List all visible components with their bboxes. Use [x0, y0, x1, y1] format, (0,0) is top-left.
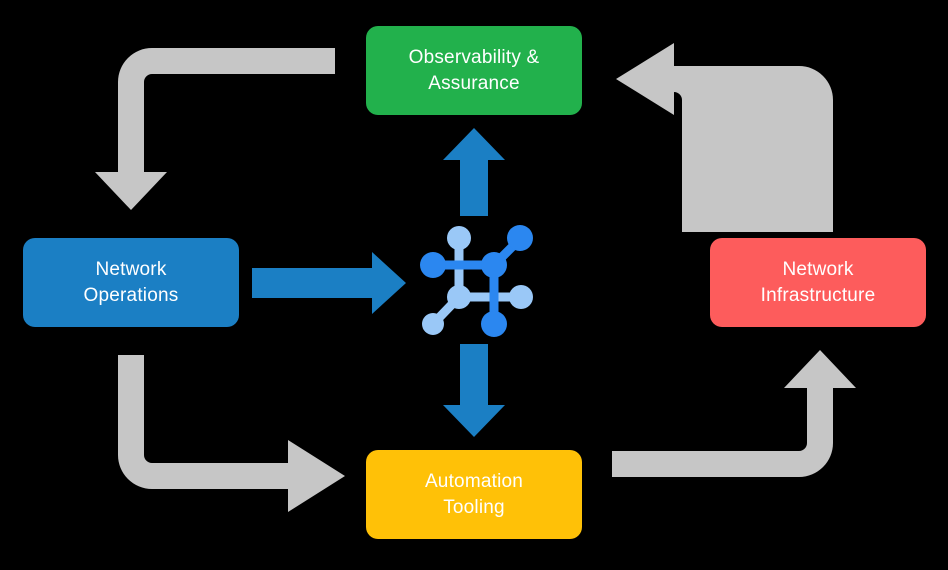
grey-arrow-observability-to-operations: [95, 48, 335, 210]
blue-arrow-center-to-automation: [443, 344, 505, 437]
grey-arrow-infrastructure-to-observability: [616, 43, 833, 232]
box-observability-assurance[interactable]: Observability & Assurance: [366, 26, 582, 115]
box-automation-tooling[interactable]: Automation Tooling: [366, 450, 582, 539]
grey-arrow-operations-to-automation: [118, 355, 345, 512]
blue-arrow-center-to-observability: [443, 128, 505, 216]
grey-arrow-automation-to-infrastructure: [612, 350, 856, 477]
blue-arrow-operations-to-center: [252, 252, 406, 314]
topology-nodes-secondary: [422, 226, 533, 335]
box-network-operations[interactable]: Network Operations: [23, 238, 239, 327]
topology-nodes-primary: [420, 225, 533, 337]
box-network-infrastructure[interactable]: Network Infrastructure: [710, 238, 926, 327]
